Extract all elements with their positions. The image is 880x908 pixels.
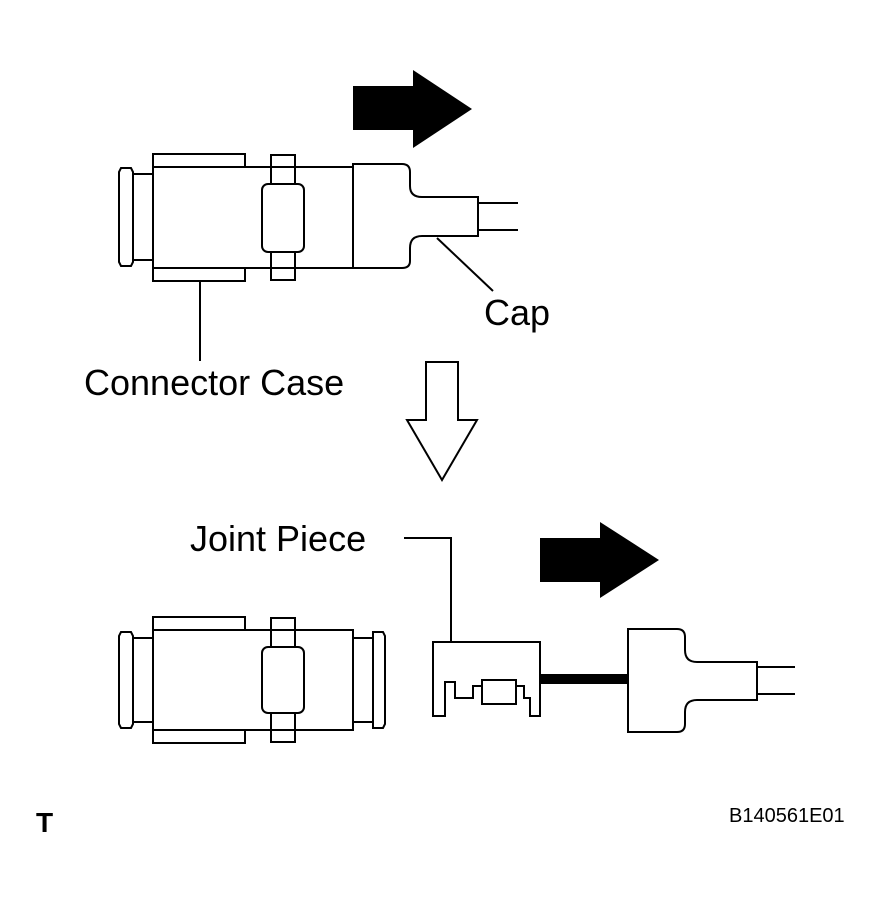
- case-left-neck-bottom: [132, 637, 154, 723]
- connector-case-label: Connector Case: [84, 362, 344, 403]
- cap-leader: [436, 237, 494, 292]
- lock-tab-top-bottom: [270, 617, 296, 631]
- lock-tab-bottom-assembly: [261, 646, 305, 714]
- joint-piece: [432, 641, 628, 717]
- cap-bottom: [627, 628, 795, 733]
- joint-piece-leader: [404, 537, 452, 642]
- figure-id: B140561E01: [729, 805, 845, 827]
- connector-case-bottom: [118, 616, 386, 744]
- case-body-bottom: [152, 629, 354, 731]
- lock-tab-bottom-bottom: [270, 729, 296, 743]
- case-right-rim-bottom: [372, 631, 386, 729]
- cap-label: Cap: [484, 292, 550, 333]
- case-top-flange: [152, 153, 246, 168]
- cap-body: [352, 163, 479, 269]
- pull-arrow-top: [353, 70, 472, 148]
- cap-body-bottom: [627, 628, 758, 733]
- case-right-neck-bottom: [352, 637, 374, 723]
- cap-top: [352, 163, 518, 269]
- lock-tab-top: [270, 154, 296, 168]
- lock-tab-bottom: [270, 267, 296, 281]
- lock-tab: [261, 183, 305, 253]
- case-neck: [132, 173, 154, 261]
- case-left-rim-bottom: [118, 631, 134, 729]
- case-bottom-flange-bottom: [152, 729, 246, 744]
- connector-case-top: [118, 153, 354, 282]
- case-body: [152, 166, 354, 269]
- case-left-rim: [118, 167, 134, 267]
- case-top-flange-bottom: [152, 616, 246, 631]
- next-step-arrow: [405, 361, 479, 482]
- corner-mark: T: [36, 807, 53, 838]
- top-assembly: Cap Connector Case: [84, 70, 550, 403]
- case-bottom-flange: [152, 267, 246, 282]
- joint-wire: [540, 674, 628, 684]
- joint-piece-label: Joint Piece: [190, 518, 366, 559]
- bottom-assembly: Joint Piece: [118, 518, 795, 744]
- joint-piece-body: [432, 641, 541, 717]
- pull-arrow-bottom: [540, 522, 659, 598]
